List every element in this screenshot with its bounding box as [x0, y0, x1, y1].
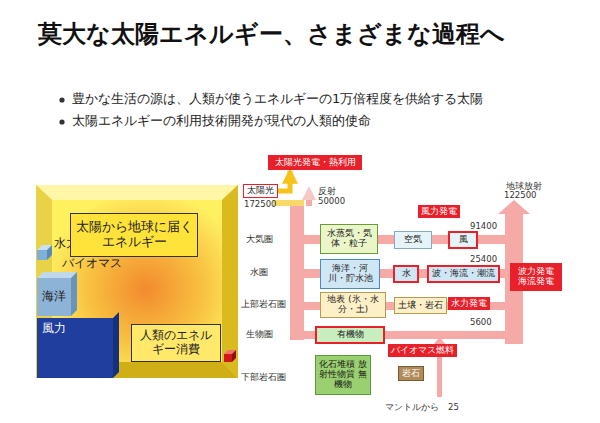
energy-box: 太陽から地球に届くエネルギー: [70, 213, 198, 257]
node-text: 地表 (氷・水分・土): [324, 295, 382, 315]
node-text: 水蒸気・気体・粒子: [324, 229, 374, 249]
process-box: 波・海流・潮流: [427, 265, 500, 283]
node-text: 化石堆積 放射性物質 無機物: [319, 360, 367, 389]
flow-value: 5600: [470, 317, 492, 327]
process-box: 水: [393, 265, 419, 283]
node-text: 海洋: [42, 290, 66, 304]
node-text: 風力: [42, 322, 66, 336]
wind-cube: 風力: [37, 318, 113, 378]
process-box: 海洋・河川・貯水池: [320, 259, 380, 289]
layer-label: 上部岩石圏: [241, 299, 286, 309]
node-text: 風: [459, 235, 468, 245]
node-text: 海洋・河川・貯水池: [324, 264, 376, 284]
ocean-cube: 海洋: [37, 278, 71, 316]
hydro-cube: [37, 245, 52, 260]
ocean-cube-top: [37, 272, 77, 316]
bullet-text: 豊かな生活の源は、人類が使うエネルギーの1万倍程度を供給する太陽: [72, 91, 483, 107]
node-text: 太陽光: [247, 186, 274, 196]
layer-label: 下部岩石圏: [241, 372, 286, 382]
node-text: 波・海流・潮流: [432, 269, 495, 279]
consumption-box: 人類のエネルギー消費: [131, 324, 221, 362]
bullet-text: 太陽エネルギーの利用技術開発が現代の人類的使命: [72, 113, 371, 129]
node-text: 有機物: [337, 330, 364, 340]
node-text: 風力発電: [421, 207, 457, 217]
layer-label: 大気圏: [246, 234, 273, 244]
node-text: バイオマス燃料: [391, 346, 454, 356]
flow-value: 25400: [470, 254, 497, 264]
human-cube: [224, 350, 236, 362]
power-tag: 風力発電: [418, 205, 460, 218]
process-box: 有機物: [315, 326, 385, 344]
node-text: 太陽光発電・熱利用: [275, 158, 356, 168]
slide-title: 莫大な太陽エネルギー、さまざまな過程へ: [38, 20, 505, 49]
flow-value: 122500: [504, 190, 536, 200]
process-box: 土壌・岩石: [394, 297, 447, 314]
flow-value: 50000: [318, 196, 345, 206]
power-tag: バイオマス燃料: [388, 344, 457, 357]
process-box: 風: [448, 231, 478, 249]
flow-value: 172500: [244, 199, 276, 209]
flow-label: 地球放射: [506, 181, 542, 191]
process-box: 地表 (氷・水分・土): [320, 292, 386, 318]
flow-arrow: [278, 171, 290, 191]
power-tag: 太陽光発電・熱利用: [268, 155, 362, 170]
node-text: 岩石: [402, 369, 420, 379]
bullet-dot: [59, 119, 64, 124]
process-box: 空気: [394, 231, 432, 249]
power-tag: 水力発電: [448, 297, 490, 310]
energy-cube: [36, 185, 238, 378]
wind-cube-top: [113, 312, 119, 378]
node-text: 人類のエネルギー消費: [135, 329, 217, 357]
power-tag: 波力発電 海流発電: [510, 263, 562, 291]
node-text: 空気: [404, 235, 422, 245]
energy-flow-bands: [273, 186, 530, 397]
node-text: 波力発電 海流発電: [513, 267, 559, 287]
flow-label: マントルから 25: [385, 402, 459, 412]
node-text: 水力発電: [451, 299, 487, 309]
source-box: 太陽光: [243, 184, 278, 198]
area-label: バイオマス: [62, 256, 122, 270]
node-text: 土壌・岩石: [398, 301, 443, 311]
process-box: 岩石: [398, 366, 424, 381]
flow-value: 91400: [470, 221, 497, 231]
process-box: 水蒸気・気体・粒子: [320, 224, 378, 254]
process-box: 化石堆積 放射性物質 無機物: [315, 355, 371, 395]
layer-label: 水圏: [250, 267, 268, 277]
flow-label: 反射: [318, 186, 336, 196]
node-text: 太陽から地球に届くエネルギー: [74, 220, 194, 250]
bullet-dot: [59, 97, 64, 102]
layer-label: 生物圏: [246, 329, 273, 339]
node-text: 水: [402, 269, 411, 279]
